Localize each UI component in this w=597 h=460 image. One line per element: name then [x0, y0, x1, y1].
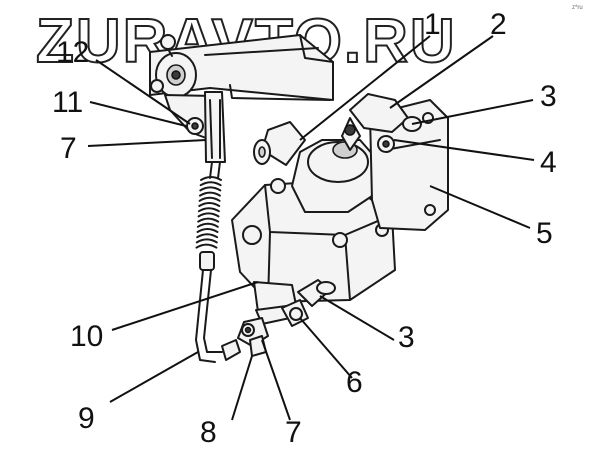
callout-6: 6 — [346, 366, 363, 399]
callout-3-bottom: 3 — [398, 321, 415, 354]
callout-1: 1 — [424, 8, 441, 41]
callout-5: 5 — [536, 217, 553, 250]
spring-turn — [196, 222, 219, 228]
spring-turn — [198, 191, 221, 197]
callout-7-bottom: 7 — [285, 416, 302, 449]
top-fitting — [341, 93, 422, 153]
spring-turn — [195, 238, 218, 244]
spring-turn — [199, 181, 222, 187]
spring-coil — [195, 176, 222, 249]
spring-turn — [196, 228, 219, 233]
spring-turn — [198, 196, 221, 202]
leader-lines — [87, 35, 535, 421]
callout-8: 8 — [200, 416, 217, 449]
corner-mark: z*ru — [572, 5, 583, 11]
spring-turn — [197, 217, 220, 223]
lever-mount — [150, 34, 226, 163]
callout-9: 9 — [78, 402, 95, 435]
linkage-rod — [195, 161, 241, 363]
callout-4: 4 — [540, 146, 557, 179]
callout-2: 2 — [490, 8, 507, 41]
spring-turn — [197, 207, 220, 213]
callout-7-top: 7 — [60, 132, 77, 165]
spring-turn — [199, 186, 222, 192]
callout-3-top: 3 — [540, 80, 557, 113]
callout-labels: 1 2 3 4 5 12 11 7 10 3 6 9 8 7 — [52, 8, 557, 449]
lower-outlet — [237, 279, 336, 357]
callout-12: 12 — [56, 36, 89, 69]
callout-10: 10 — [70, 320, 103, 353]
spring-turn — [196, 233, 219, 239]
spring-turn — [195, 243, 218, 249]
frame-rail — [149, 34, 334, 101]
callout-11: 11 — [52, 86, 83, 119]
spring-turn — [200, 176, 222, 181]
main-body — [231, 121, 396, 303]
spring-turn — [197, 212, 220, 218]
spring-turn — [198, 202, 221, 207]
